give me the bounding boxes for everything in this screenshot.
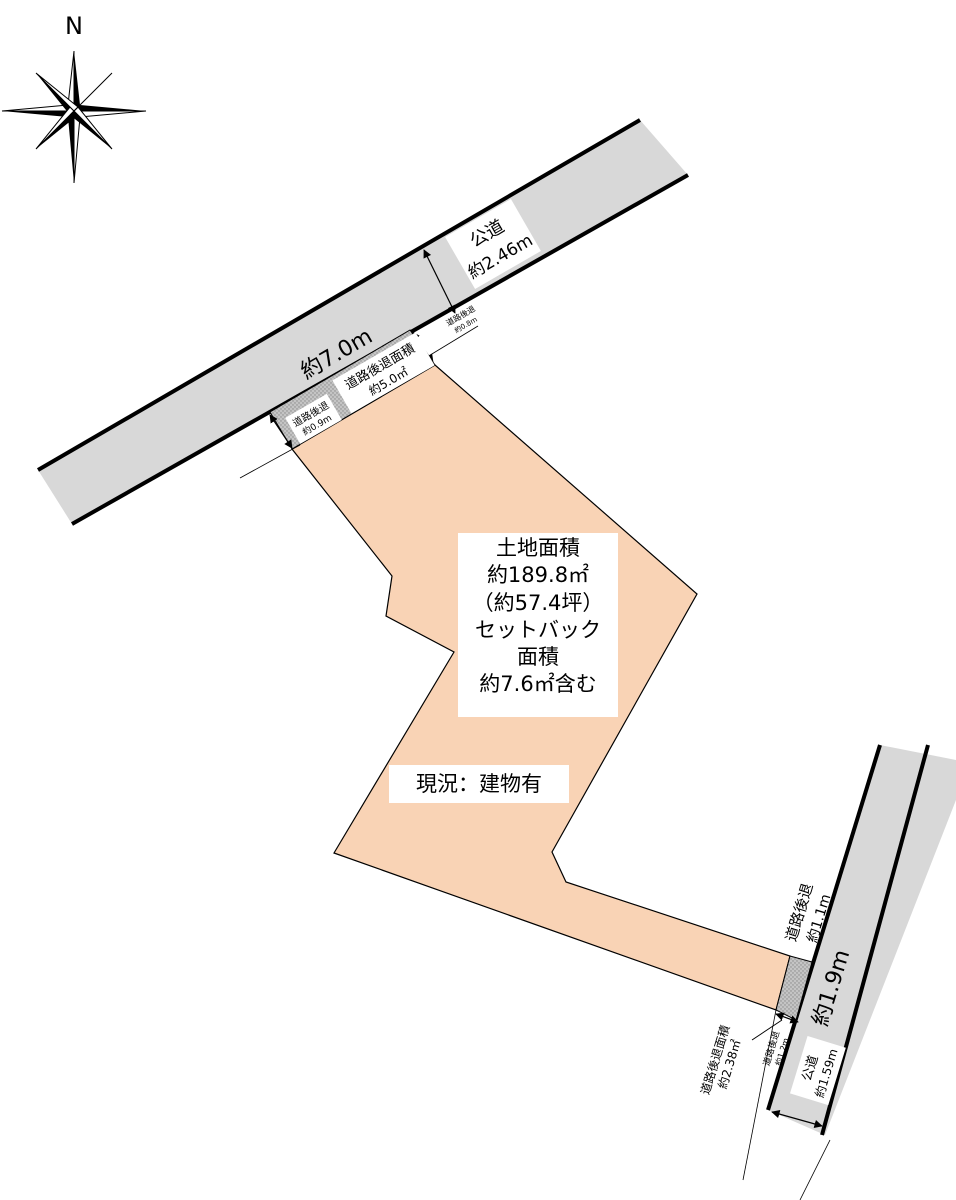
dim-east-road-width: [771, 1109, 823, 1129]
dim-east-setback: [775, 1012, 799, 1024]
status-label: 現況：建物有: [389, 765, 569, 803]
land-setback-line1: セットバック: [475, 617, 601, 642]
land-setback-line2: 面積: [517, 645, 559, 670]
east-road-edge-left: [766, 744, 882, 1111]
leader-east-setback: [751, 1019, 783, 1041]
land-area-title: 土地面積: [496, 536, 580, 560]
ext-line-east-2: [799, 1139, 831, 1200]
east-road-name: 公道: [800, 1054, 822, 1083]
land-area-sqm: 約189.8㎡: [486, 563, 590, 588]
dim-setback-left: [269, 414, 293, 449]
land-area-label: 土地面積 約189.8㎡ （約57.4坪） セットバック 面積 約7.6㎡含む: [458, 533, 618, 717]
land-area-tsubo: （約57.4坪）: [472, 590, 604, 615]
ext-line-right: [421, 325, 479, 361]
east-road-edge-right: [820, 744, 930, 1136]
ext-line-east-1: [742, 1009, 777, 1181]
north-road-label-box: [445, 199, 541, 289]
north-road-edge-top: [36, 118, 642, 472]
ext-line-left: [239, 444, 301, 479]
compass-rose-icon: [1, 50, 147, 184]
east-road: [768, 745, 956, 1135]
land-setback-line3: 約7.6㎡含む: [479, 672, 597, 697]
dim-north-road-width: [423, 249, 456, 314]
north-road: [38, 120, 688, 524]
east-setback-area-label-group: 道路後退面積 約2.38㎡: [697, 1023, 744, 1096]
compass-north-label: N: [65, 12, 83, 40]
